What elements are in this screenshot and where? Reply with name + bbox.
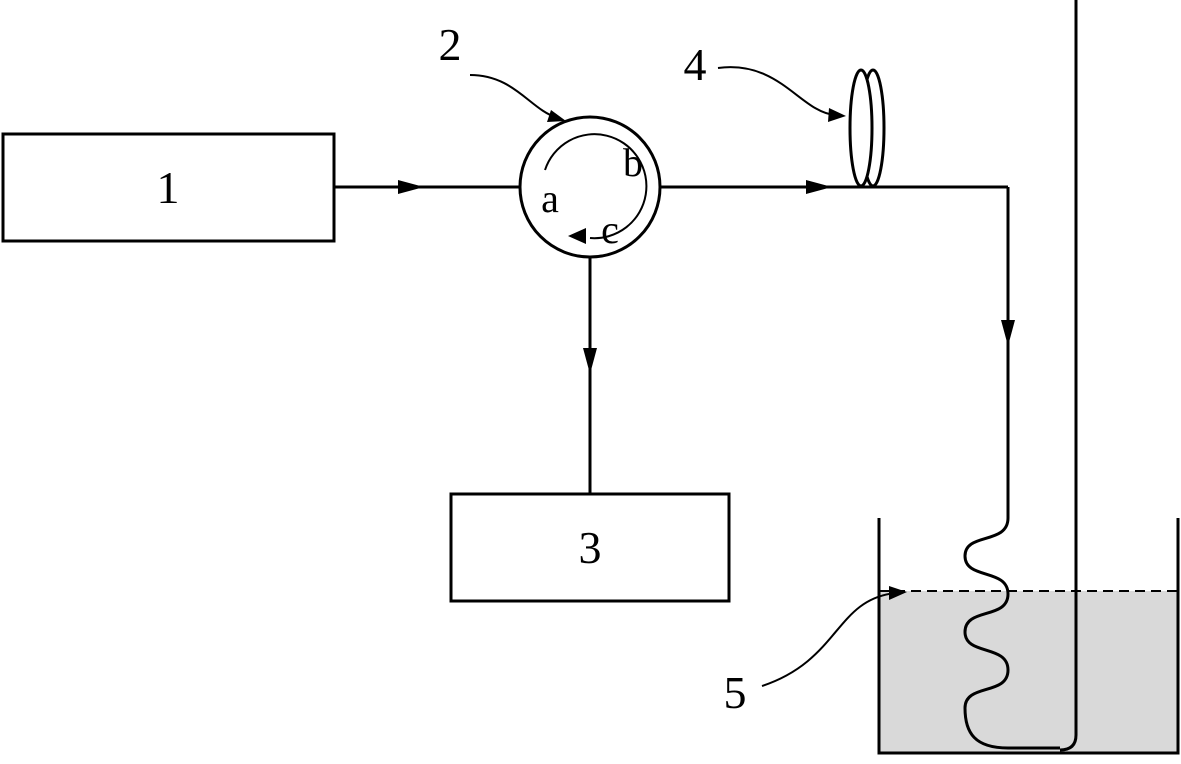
fiber-coil-front (850, 70, 872, 186)
label-4: 4 (684, 39, 707, 90)
port-c-label: c (601, 207, 619, 252)
leader-2-arrow (547, 110, 566, 122)
arrow-2-to-4 (806, 180, 832, 194)
arrow-2-to-3 (583, 348, 597, 374)
arrow-1-to-2 (398, 180, 424, 194)
label-1: 1 (157, 162, 180, 213)
port-a-label: a (541, 176, 559, 221)
port-b-label: b (623, 140, 643, 185)
leader-5 (762, 593, 895, 686)
leader-4-arrow (828, 108, 846, 122)
label-3: 3 (579, 522, 602, 573)
label-2: 2 (439, 19, 462, 70)
leader-2 (470, 75, 558, 118)
arrow-fiber-down (1001, 320, 1015, 346)
leader-4 (718, 67, 835, 115)
liquid-fill (879, 591, 1178, 753)
label-5: 5 (724, 667, 747, 718)
